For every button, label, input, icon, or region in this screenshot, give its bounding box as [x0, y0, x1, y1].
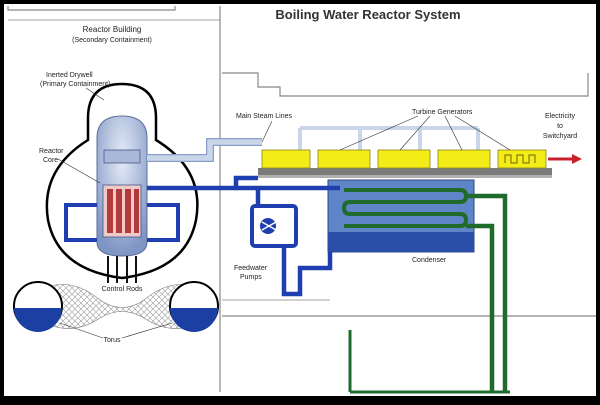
fuel-rod [107, 189, 113, 233]
turbine-pointer [454, 115, 511, 151]
electricity-arrow-head [572, 154, 582, 164]
control-rods-label: Control Rods [102, 286, 143, 293]
recirc-loop-left [64, 203, 97, 242]
feedwater-pump-blade [261, 221, 277, 231]
core-label-2: Core [43, 157, 58, 164]
torus-left [13, 281, 63, 332]
building-label: Reactor Building [83, 25, 142, 34]
cooling-water-outlet [466, 193, 508, 392]
fuel-rod [116, 189, 122, 233]
steam-separator [103, 149, 141, 164]
electricity-label-3: Switchyard [543, 133, 577, 140]
turbine-building-outline [222, 72, 589, 97]
building-sublabel: (Secondary Containment) [72, 37, 152, 44]
main-steam-line [147, 139, 262, 161]
diagram-title: Boiling Water Reactor System [275, 7, 460, 22]
steam-lines-pointer [261, 120, 273, 143]
cooling-water-basin-edge [348, 330, 510, 394]
turbine-pointer [339, 115, 419, 151]
cooling-water-inlet [466, 223, 495, 392]
core-pointer [57, 158, 101, 184]
feedwater-return-line [147, 175, 340, 191]
condenser-label: Condenser [412, 257, 447, 264]
core-label-1: Reactor [39, 148, 64, 155]
turbine-lp-1 [317, 149, 371, 169]
turbine-lp-2 [377, 149, 431, 169]
feedwater-label-1: Feedwater [234, 265, 268, 272]
steam-lines-label: Main Steam Lines [236, 113, 293, 120]
turbine-pointer [399, 115, 431, 151]
drywell-pointer [85, 87, 105, 101]
fuel-rod [134, 189, 139, 233]
turbine-lp-3 [437, 149, 491, 169]
building-roof-line [7, 6, 176, 11]
turbine-pointer [444, 115, 463, 151]
turbines-label: Turbine Generators [412, 109, 473, 116]
recirc-loop-right [147, 203, 180, 242]
torus-label: Torus [103, 337, 121, 344]
torus-right [169, 281, 219, 332]
torus-pointer-left [59, 322, 104, 339]
fuel-rod [125, 189, 131, 233]
turbine-deck-edge [258, 175, 552, 178]
torus-pointer-right [121, 322, 173, 339]
turbine-hp [261, 149, 311, 169]
turbine-deck [258, 168, 552, 175]
condenser-hotwell [328, 232, 474, 252]
drywell-label: Inerted Drywell [46, 72, 93, 79]
steam-headers [298, 126, 480, 150]
drywell-sublabel: (Primary Containment) [40, 81, 110, 88]
electricity-label-2: to [557, 123, 563, 130]
generator-coil [504, 154, 536, 164]
feedwater-label-2: Pumps [240, 274, 262, 281]
electricity-label-1: Electricity [545, 113, 575, 120]
